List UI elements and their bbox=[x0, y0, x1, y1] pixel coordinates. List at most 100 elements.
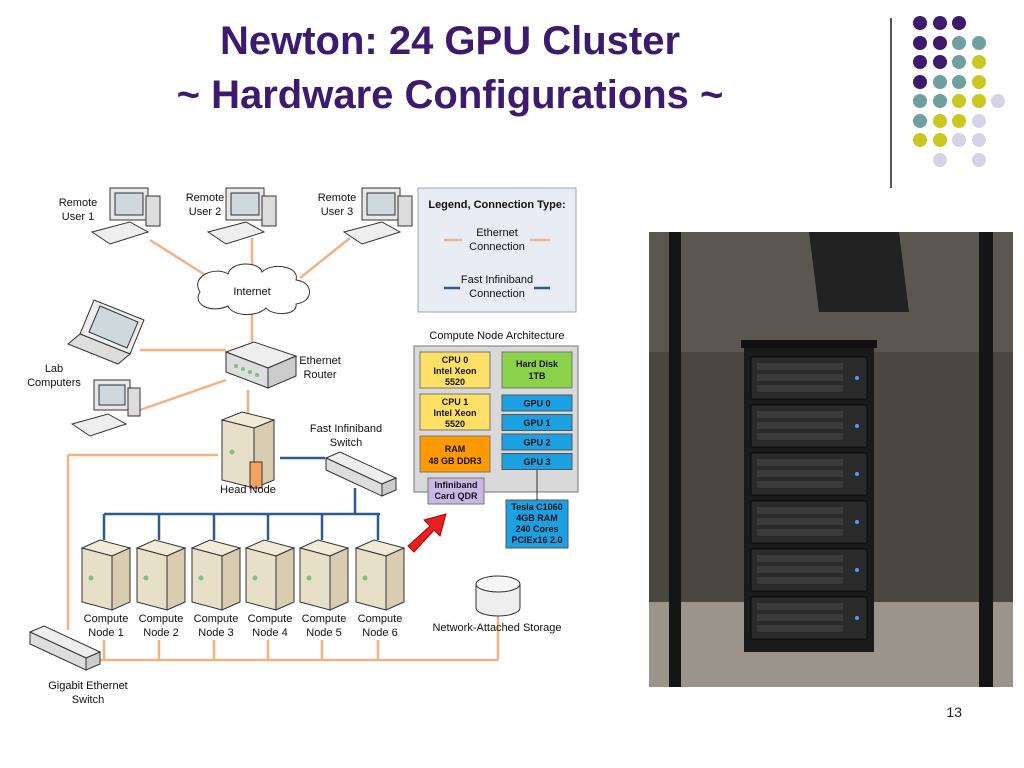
decorative-dot bbox=[913, 35, 927, 50]
decorative-dot bbox=[932, 35, 947, 50]
decorative-dot bbox=[971, 94, 986, 108]
decorative-dot bbox=[932, 74, 947, 89]
rack-server-unit bbox=[750, 548, 868, 592]
rack-server-unit bbox=[750, 596, 868, 640]
decorative-dot bbox=[932, 16, 947, 30]
cpu0-block bbox=[419, 351, 491, 389]
nas-label: Network-Attached Storage bbox=[432, 622, 561, 634]
cpu1-block bbox=[419, 393, 491, 431]
decorative-dot bbox=[952, 113, 966, 128]
red-arrow-icon bbox=[407, 513, 447, 553]
decorative-dot bbox=[932, 133, 947, 147]
decorative-dot bbox=[971, 55, 986, 69]
decorative-dot bbox=[913, 74, 927, 89]
server-icon bbox=[220, 411, 276, 489]
rack-server-unit bbox=[750, 404, 868, 448]
gpu-label: GPU 1 bbox=[523, 418, 550, 428]
server-icon bbox=[298, 539, 350, 611]
gpu-block bbox=[501, 433, 573, 451]
decorative-dot bbox=[952, 35, 966, 50]
decorative-dot bbox=[913, 113, 927, 128]
server-icon bbox=[354, 539, 406, 611]
gpu-blocks: GPU 0 GPU 1 GPU 2 GPU 3 bbox=[501, 394, 573, 470]
decorative-dot bbox=[971, 35, 986, 50]
decorative-dot bbox=[913, 94, 927, 108]
infiniband-links bbox=[102, 456, 380, 540]
slide-title-line-1: Newton: 24 GPU Cluster bbox=[219, 19, 681, 63]
hdd-block bbox=[501, 351, 573, 389]
server-icon bbox=[244, 539, 296, 611]
decorative-divider bbox=[890, 18, 892, 188]
server-icon bbox=[80, 539, 132, 611]
computer-icon bbox=[70, 379, 141, 437]
rack-server-unit bbox=[750, 356, 868, 400]
ram-block bbox=[419, 435, 491, 473]
slide-title-line-2: ~ Hardware Configurations ~ bbox=[176, 73, 724, 117]
tesla-block bbox=[505, 499, 569, 549]
gpu-block bbox=[501, 394, 573, 412]
decorative-dot bbox=[971, 113, 986, 128]
decorative-dot bbox=[971, 133, 986, 147]
rack-server-unit bbox=[750, 500, 868, 544]
decorative-dot bbox=[932, 55, 947, 69]
infiniband-card-block bbox=[427, 477, 485, 505]
decorative-dot bbox=[913, 55, 927, 69]
computer-icon bbox=[206, 187, 277, 245]
internet-label: Internet bbox=[233, 286, 270, 298]
decorative-dot bbox=[913, 16, 927, 30]
gpu-block bbox=[501, 414, 573, 431]
computer-icon bbox=[90, 187, 161, 245]
computer-icon bbox=[342, 187, 413, 245]
decorative-dot bbox=[952, 55, 966, 69]
decorative-dot bbox=[952, 133, 966, 147]
internet-cloud-icon bbox=[197, 263, 310, 315]
legend-box bbox=[417, 187, 577, 313]
ethernet-links bbox=[66, 237, 500, 662]
rack-server-unit bbox=[750, 452, 868, 496]
gpu-label: GPU 0 bbox=[523, 399, 550, 409]
arch-title: Compute Node Architecture bbox=[429, 330, 564, 342]
decorative-dot bbox=[913, 133, 927, 147]
gpu-label: GPU 2 bbox=[523, 438, 550, 448]
decorative-dot bbox=[952, 94, 966, 108]
server-icon bbox=[190, 539, 242, 611]
decorative-dot bbox=[932, 113, 947, 128]
head-node-label: Head Node bbox=[220, 484, 276, 496]
decorative-dot bbox=[932, 152, 947, 167]
server-rack-photo bbox=[649, 232, 1013, 687]
decorative-dot bbox=[952, 16, 966, 30]
decorative-dot bbox=[971, 74, 986, 89]
legend-title: Legend, Connection Type: bbox=[428, 199, 565, 211]
decorative-dot bbox=[952, 74, 966, 89]
network-switch-icon bbox=[324, 451, 398, 497]
router-icon bbox=[224, 341, 298, 389]
gpu-block bbox=[501, 453, 573, 470]
storage-disk-icon bbox=[475, 575, 521, 617]
server-icon bbox=[135, 539, 187, 611]
gpu-label: GPU 3 bbox=[523, 457, 550, 467]
page-number: 13 bbox=[946, 704, 962, 720]
